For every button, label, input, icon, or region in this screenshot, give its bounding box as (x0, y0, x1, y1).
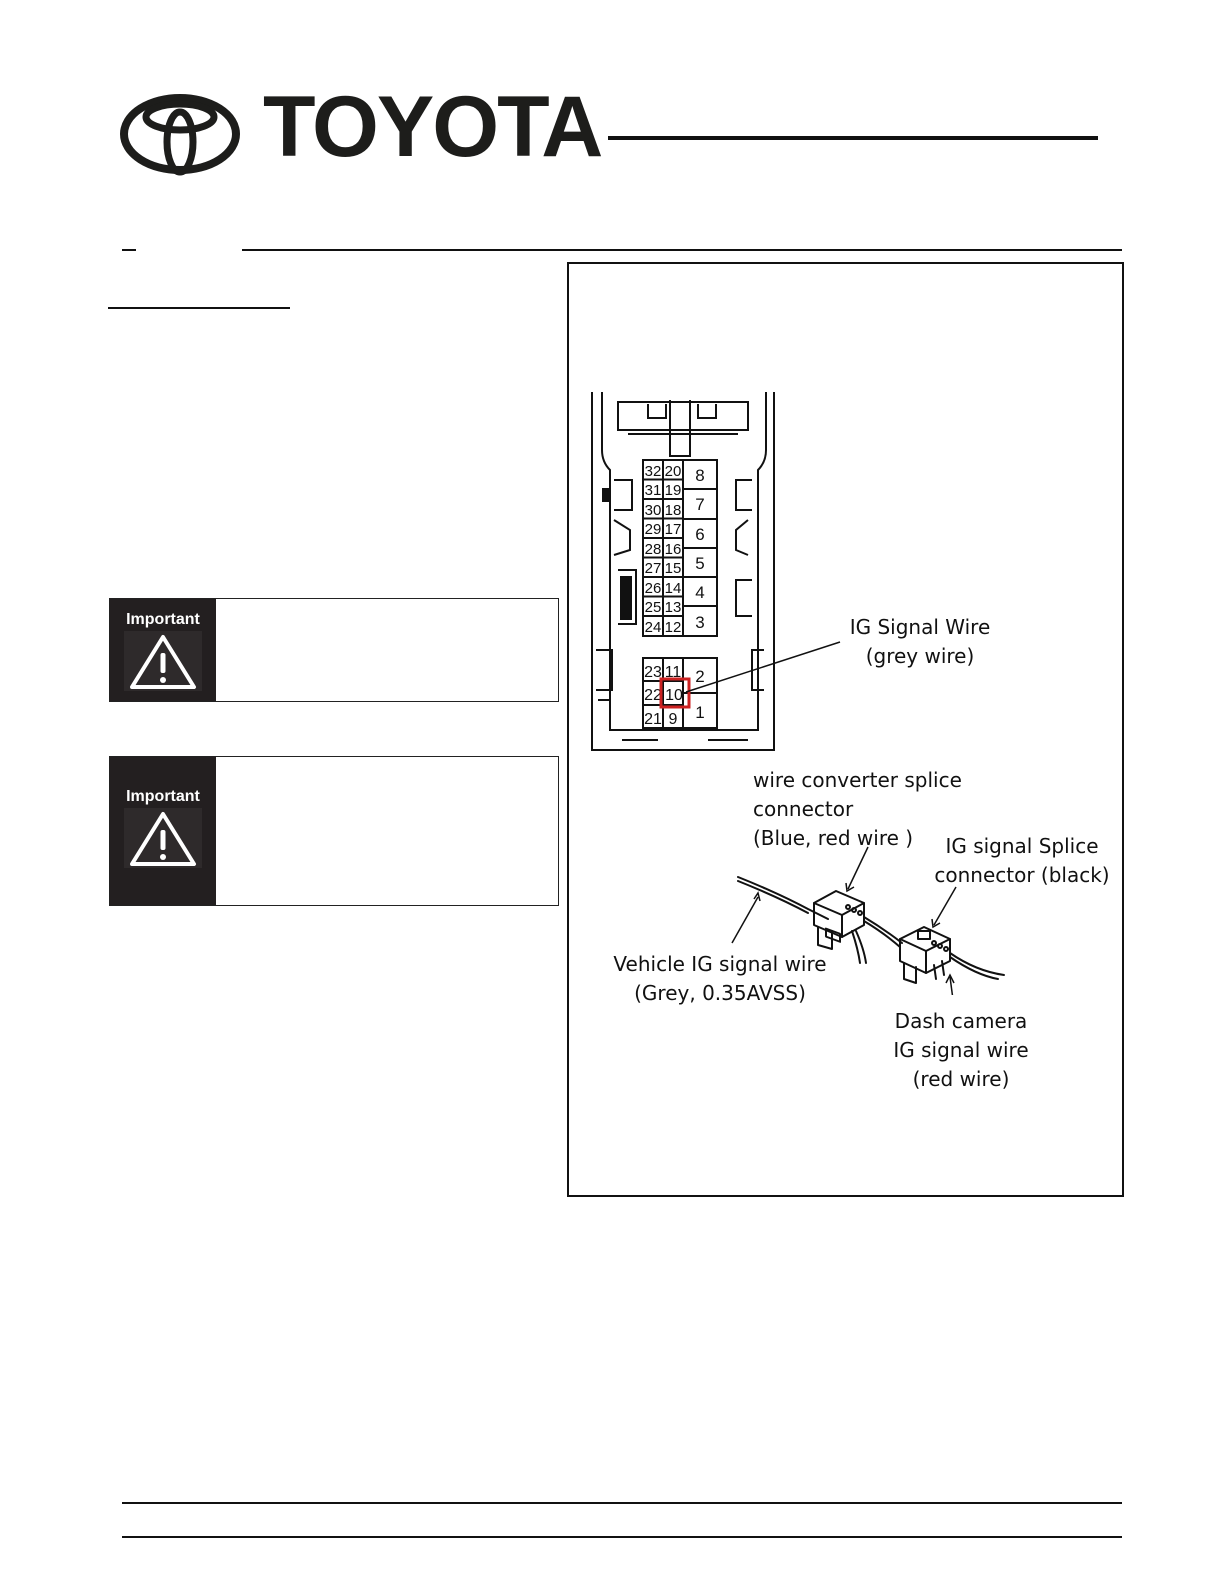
important-notice-2: Important (109, 756, 559, 906)
vehicle-ig-label: Vehicle IG signal wire (Grey, 0.35AVSS) (613, 952, 827, 1005)
pin-label: 26 (645, 580, 662, 597)
pin-label: 11 (665, 664, 682, 681)
pin-label: 6 (695, 525, 704, 544)
important-notice-1: Important (109, 598, 559, 702)
pin-label: 29 (645, 521, 662, 538)
pin-label: 3 (695, 613, 704, 632)
important-badge: Important (110, 599, 216, 701)
toyota-logo: TOYOTA (118, 84, 608, 176)
pin-label: 4 (695, 583, 704, 602)
pin-10-highlight (659, 677, 691, 709)
pin-label: 18 (665, 502, 682, 519)
header-rule (608, 136, 1098, 140)
wire-converter-label: wire converter splice connector (Blue, r… (753, 768, 962, 850)
pin-label: 5 (695, 554, 704, 573)
splice-connector-illustration (731, 846, 1005, 995)
dash-camera-label: Dash camera IG signal wire (red wire) (893, 1009, 1029, 1091)
pin-label: 21 (644, 711, 662, 728)
ig-signal-wire-label: IG Signal Wire (grey wire) (849, 615, 991, 668)
warning-triangle-icon (124, 808, 202, 868)
pin-label: 15 (665, 560, 682, 577)
pin-label: 28 (645, 541, 662, 558)
pin-label: 7 (695, 495, 704, 514)
pin-label: 32 (645, 463, 662, 480)
pin-label: 17 (665, 521, 682, 538)
toyota-emblem-icon (120, 94, 240, 176)
pin-label: 23 (644, 664, 662, 681)
pin-label: 2 (695, 667, 704, 686)
pin-label: 12 (665, 619, 682, 636)
pin-label: 8 (695, 466, 704, 485)
pin-label: 14 (665, 580, 682, 597)
warning-triangle-icon (124, 631, 202, 691)
pin-label: 9 (669, 711, 678, 728)
pin-label: 13 (665, 599, 682, 616)
pin-label-highlighted: 10 (665, 687, 683, 704)
important-badge: Important (110, 757, 216, 905)
pin-label: 25 (645, 599, 662, 616)
pin-label: 16 (665, 541, 682, 558)
pin-label: 1 (695, 703, 704, 722)
section-rule-stub (122, 249, 136, 251)
pin-label: 24 (645, 619, 662, 636)
ig-splice-label: IG signal Splice connector (black) (934, 834, 1110, 887)
section-rule (242, 249, 1122, 251)
wiring-figure-frame (567, 262, 1124, 1197)
connector-pinout-diagram: 32 31 30 29 28 27 26 25 24 20 19 18 17 1… (591, 392, 775, 751)
pin-label: 30 (645, 502, 662, 519)
important-label: Important (126, 611, 200, 628)
subheading-underline (108, 307, 290, 309)
ig-signal-leader-line (685, 641, 841, 693)
brand-wordmark: TOYOTA (263, 79, 603, 175)
pin-label: 22 (644, 687, 662, 704)
important-label: Important (126, 788, 200, 805)
footer-rule-bottom (122, 1536, 1122, 1538)
pin-label: 20 (665, 463, 682, 480)
footer-rule-top (122, 1502, 1122, 1504)
pin-label: 27 (645, 560, 662, 577)
pin-label: 19 (665, 482, 682, 499)
pin-label: 31 (645, 482, 662, 499)
